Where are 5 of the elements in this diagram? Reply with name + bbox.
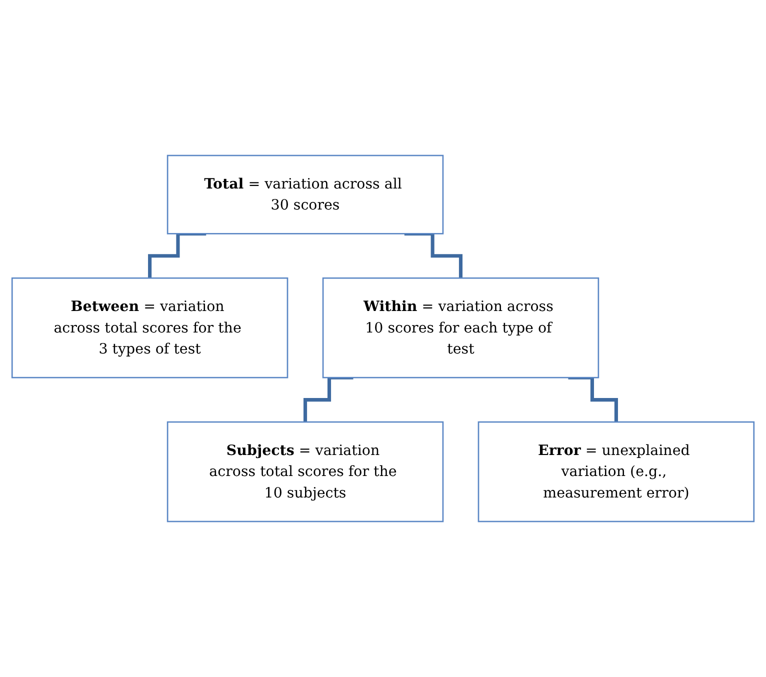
node-box: Error = unexplained variation (e.g., measurement error) [478, 421, 755, 522]
node-box: Between = variation across total scores for the 3 types of test [11, 277, 288, 378]
node-box: Within = variation across 10 scores for each type of test [322, 277, 600, 378]
node-box: Subjects = variation across total scores for the 10 subjects [166, 421, 444, 522]
node-box: Total = variation across all 30 scores [166, 154, 444, 234]
